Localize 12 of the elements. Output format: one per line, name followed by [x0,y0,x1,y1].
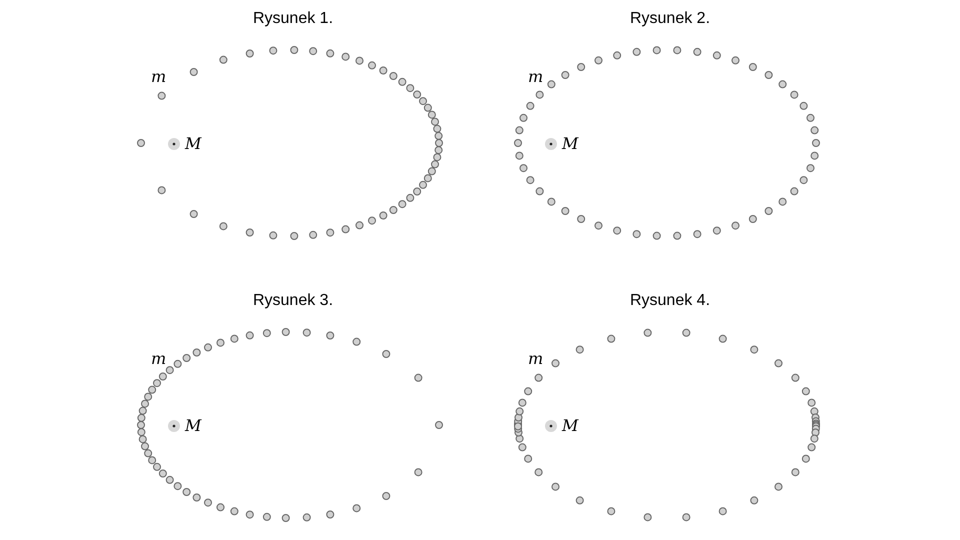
figure-title: Rysunek 1. [252,10,334,28]
figure-title: Rysunek 3. [252,292,334,310]
mass-label: m [151,67,166,86]
mass-label: m [151,349,166,368]
mass-label: M [562,134,578,153]
mass-label: m [528,67,544,86]
mass-label: M [562,416,578,435]
figure-title: Rysunek 4. [630,292,710,310]
mass-label: M [185,416,202,435]
figure-title: Rysunek 2. [630,10,710,28]
mass-label: M [185,134,202,153]
mass-label: m [528,349,544,368]
